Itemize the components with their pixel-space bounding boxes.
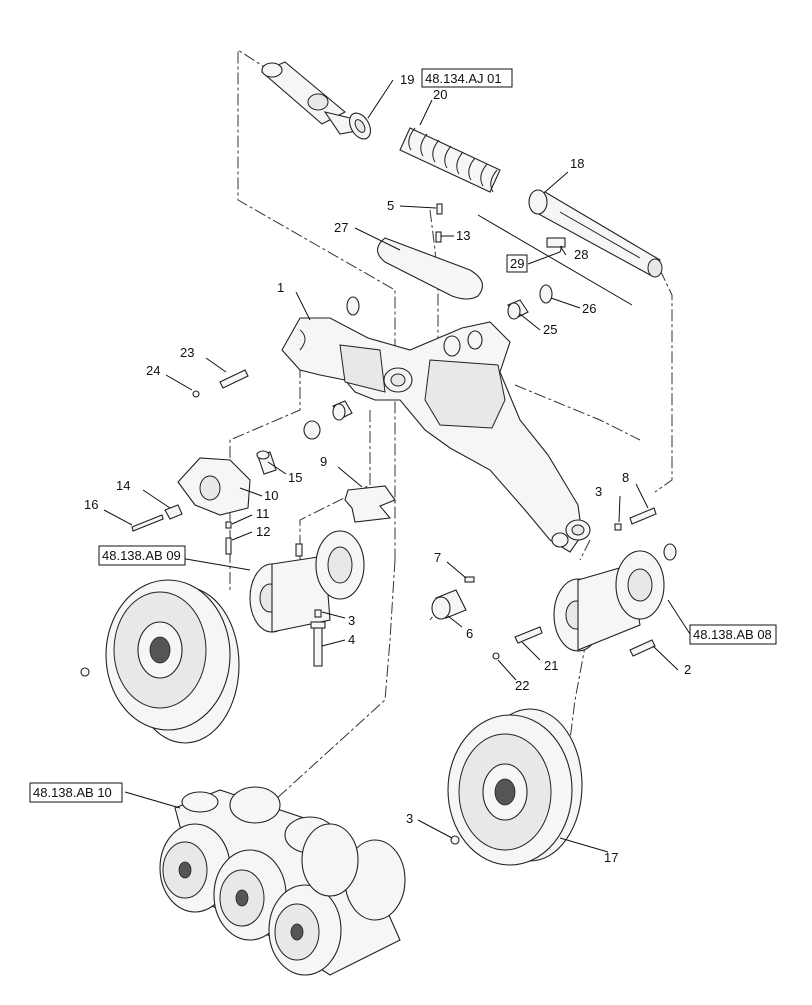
- right-idler-wheel-part-17: [447, 708, 583, 866]
- callout-12: 12: [256, 524, 270, 539]
- callout-23: 23: [180, 345, 194, 360]
- callout-27: 27: [334, 220, 348, 235]
- bolt-part-5: [436, 203, 443, 215]
- bogie-wheel-assembly: [159, 786, 406, 976]
- ring-lower-left: [303, 420, 321, 440]
- callout-9: 9: [320, 454, 327, 469]
- ring-part-26: [539, 284, 553, 304]
- svg-text:48.138.AB 10: 48.138.AB 10: [33, 785, 112, 800]
- bushing-part-14: [164, 504, 183, 520]
- callout-28: 28: [574, 247, 588, 262]
- pin-part-22: [492, 652, 500, 660]
- tension-rod-part-18: [528, 189, 663, 278]
- callout-16: 16: [84, 497, 98, 512]
- reference-48-134-aj-01: 48.134.AJ 01: [421, 68, 513, 88]
- ring-upper-left: [346, 296, 360, 316]
- bolt-part-16: [131, 514, 164, 532]
- bolt-part-13: [435, 231, 442, 243]
- reference-29: 29: [506, 254, 528, 273]
- svg-text:29: 29: [510, 256, 524, 271]
- bushing-part-25: [507, 299, 529, 320]
- pin-part-23: [219, 369, 249, 389]
- callout-17: 17: [604, 850, 618, 865]
- callout-4: 4: [348, 632, 355, 647]
- callout-20: 20: [433, 87, 447, 102]
- hydraulic-cylinder-part-19: [260, 61, 372, 140]
- callout-21: 21: [544, 658, 558, 673]
- bushing-lower-left: [332, 400, 353, 421]
- bolt-part-4: [310, 621, 326, 667]
- callout-6: 6: [466, 626, 473, 641]
- spring-part-20: [399, 127, 501, 193]
- leader-lines: [103, 79, 691, 853]
- callout-24: 24: [146, 363, 160, 378]
- block-part-28: [546, 237, 566, 248]
- group-bracket-line: [477, 214, 633, 306]
- left-hub-assembly: [249, 530, 365, 667]
- svg-text:48.134.AJ 01: 48.134.AJ 01: [425, 71, 502, 86]
- left-idler-wheel: [80, 579, 240, 744]
- callout-18: 18: [570, 156, 584, 171]
- callout-labels: 19 20 18 5 13 27 28 1 26 25 23 24 9 15 1…: [84, 72, 691, 865]
- callout-14: 14: [116, 478, 130, 493]
- callout-8: 8: [622, 470, 629, 485]
- block-part-9: [344, 485, 396, 523]
- reference-48-138-ab-10: 48.138.AB 10: [29, 782, 123, 803]
- bolt-part-12: [225, 537, 232, 555]
- callout-3-middle: 3: [348, 613, 355, 628]
- callout-2: 2: [684, 662, 691, 677]
- callout-3-lower: 3: [406, 811, 413, 826]
- callout-19: 19: [400, 72, 414, 87]
- cover-plate-part-27: [376, 237, 484, 300]
- callout-26: 26: [582, 301, 596, 316]
- bushing-part-6: [431, 589, 467, 620]
- washer-part-11: [225, 521, 232, 529]
- callout-15: 15: [288, 470, 302, 485]
- bolt-part-8: [629, 507, 657, 525]
- svg-text:48.138.AB 09: 48.138.AB 09: [102, 548, 181, 563]
- bracket-part-10: [177, 457, 251, 516]
- callout-1: 1: [277, 280, 284, 295]
- reference-boxes: 48.134.AJ 01 29 48.138.AB 09 48.138.AB 0…: [29, 68, 777, 803]
- reference-48-138-ab-08: 48.138.AB 08: [689, 624, 777, 645]
- callout-25: 25: [543, 322, 557, 337]
- callout-5: 5: [387, 198, 394, 213]
- washer-part-3-upper: [614, 523, 622, 531]
- svg-text:48.138.AB 08: 48.138.AB 08: [693, 627, 772, 642]
- callout-10: 10: [264, 488, 278, 503]
- callout-22: 22: [515, 678, 529, 693]
- pin-part-21: [514, 626, 543, 644]
- pin-part-24: [192, 390, 200, 398]
- bolt-part-7: [464, 576, 475, 583]
- reference-48-138-ab-09: 48.138.AB 09: [98, 545, 186, 566]
- main-frame-part-1: [281, 317, 591, 553]
- bolt-part-15: [256, 450, 277, 475]
- right-hub-assembly: [553, 543, 677, 652]
- callout-11: 11: [256, 506, 270, 521]
- callout-3-upper: 3: [595, 484, 602, 499]
- callout-7: 7: [434, 550, 441, 565]
- callout-13: 13: [456, 228, 470, 243]
- bolt-part-2: [629, 639, 656, 657]
